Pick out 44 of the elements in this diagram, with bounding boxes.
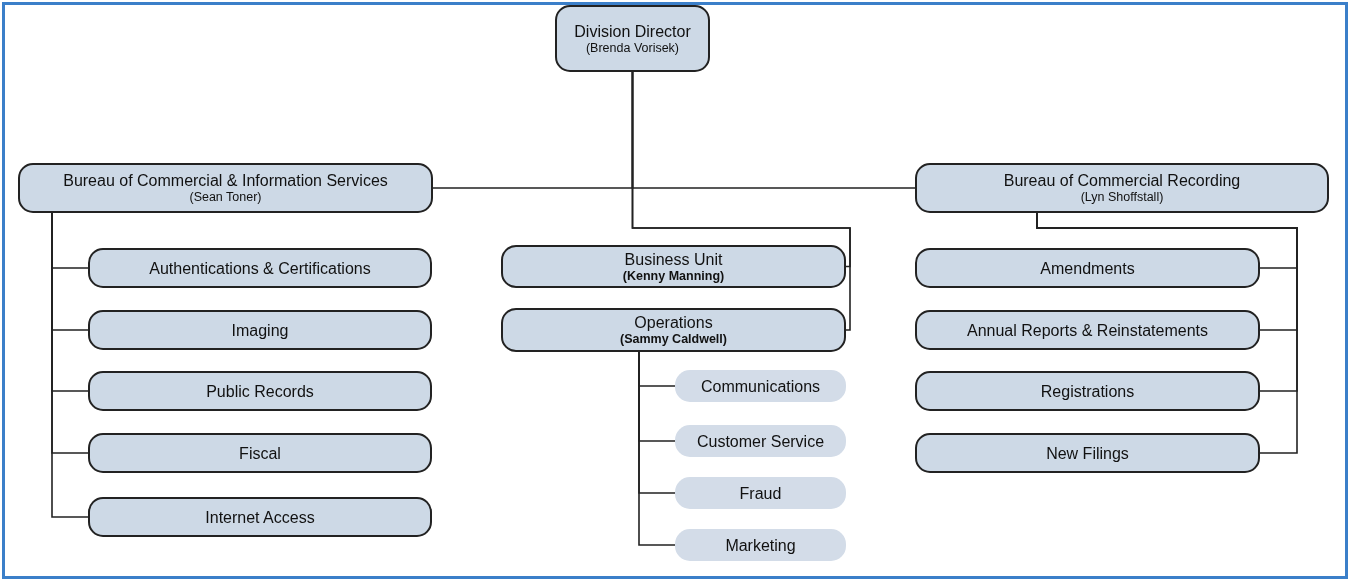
unit-title: Bureau of Commercial Recording bbox=[1003, 171, 1241, 190]
org-box bbox=[915, 163, 1329, 213]
connector-line bbox=[631, 71, 851, 331]
org-box bbox=[915, 248, 1260, 288]
unit-title: Fraud bbox=[739, 483, 782, 503]
person-name: (Kenny Manning) bbox=[622, 268, 725, 284]
org-box bbox=[501, 245, 846, 288]
org-box bbox=[88, 497, 432, 537]
unit-title: Internet Access bbox=[205, 507, 315, 527]
org-box bbox=[88, 248, 432, 288]
unit-pill bbox=[675, 529, 846, 561]
unit-title: Annual Reports & Reinstatements bbox=[967, 320, 1208, 340]
unit-title: New Filings bbox=[1046, 443, 1129, 463]
person-name: (Sammy Caldwell) bbox=[620, 332, 727, 347]
unit-title: Business Unit bbox=[624, 249, 723, 269]
unit-title: Bureau of Commercial & Information Services bbox=[63, 171, 388, 190]
org-box bbox=[555, 5, 710, 72]
unit-title: Marketing bbox=[725, 535, 796, 555]
connector-line bbox=[51, 212, 89, 518]
unit-title: Customer Service bbox=[696, 431, 825, 451]
unit-title: Operations bbox=[634, 313, 713, 332]
unit-title: Fiscal bbox=[239, 443, 281, 463]
unit-title: Communications bbox=[700, 376, 821, 396]
org-box bbox=[501, 308, 846, 352]
unit-title: Division Director bbox=[574, 21, 691, 41]
unit-pill bbox=[675, 477, 846, 509]
org-box bbox=[18, 163, 433, 213]
connector-line bbox=[638, 351, 676, 546]
person-name: (Brenda Vorisek) bbox=[585, 40, 680, 56]
org-box bbox=[915, 371, 1260, 411]
org-box bbox=[915, 433, 1260, 473]
unit-title: Registrations bbox=[1040, 381, 1135, 401]
org-box bbox=[88, 433, 432, 473]
org-box bbox=[88, 371, 432, 411]
unit-title: Authentications & Certifications bbox=[149, 258, 371, 278]
unit-pill bbox=[675, 425, 846, 457]
org-box bbox=[88, 310, 432, 350]
person-name: (Lyn Shoffstall) bbox=[1080, 190, 1164, 205]
org-box bbox=[915, 310, 1260, 350]
unit-title: Public Records bbox=[206, 381, 314, 401]
unit-title: Imaging bbox=[231, 320, 289, 340]
unit-pill bbox=[675, 370, 846, 402]
person-name: (Sean Toner) bbox=[189, 190, 262, 205]
unit-title: Amendments bbox=[1040, 258, 1135, 278]
